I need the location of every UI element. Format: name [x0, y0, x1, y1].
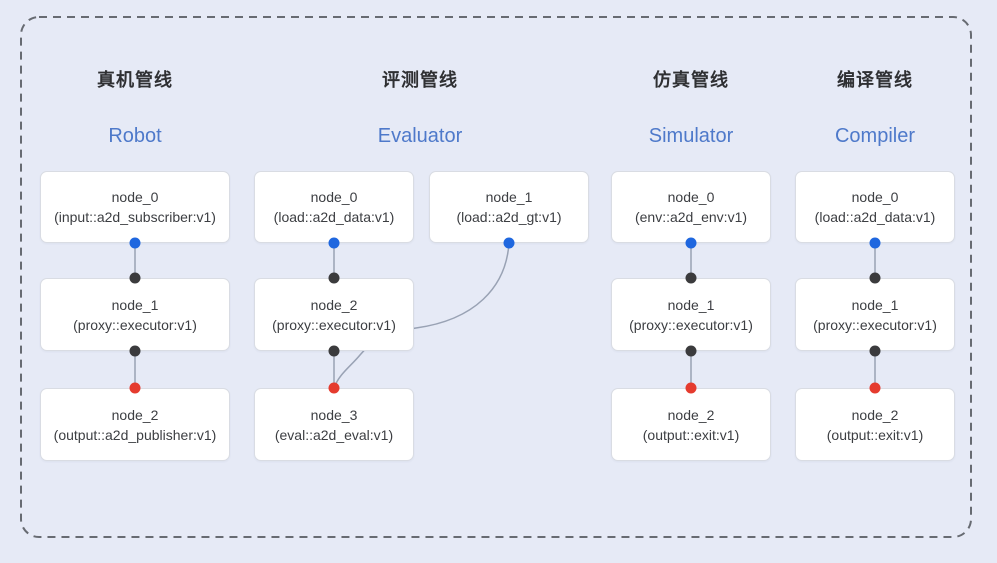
node-name: node_1 — [851, 296, 899, 313]
node-name: node_3 — [310, 406, 358, 423]
node-type: (output::exit:v1) — [826, 426, 924, 443]
compiler-title-en: Compiler — [834, 125, 916, 147]
evaluator-title-cn: 评测管线 — [382, 70, 458, 90]
compiler-title-cn: 编译管线 — [837, 70, 913, 90]
node-type: (output::a2d_publisher:v1) — [53, 426, 217, 443]
node-type: (load::a2d_data:v1) — [273, 209, 395, 225]
node-type: (input::a2d_subscriber:v1) — [54, 209, 216, 225]
compiler-node-2-card: node_2 (output::exit:v1) — [795, 388, 955, 461]
node-name: node_0 — [851, 189, 899, 205]
input-port-dot-black — [328, 272, 340, 284]
node-type: (proxy::executor:v1) — [629, 316, 753, 333]
input-port-dot-red — [129, 382, 141, 394]
node-type: (proxy::executor:v1) — [813, 316, 937, 333]
input-port-dot-black — [685, 272, 697, 284]
compiler-node-1-card: node_1 (proxy::executor:v1) — [795, 278, 955, 351]
output-port-dot-blue — [869, 237, 881, 249]
node-name: node_2 — [111, 406, 159, 423]
output-port-dot-black — [129, 345, 141, 357]
input-port-dot-red — [685, 382, 697, 394]
output-port-dot-blue — [328, 237, 340, 249]
simulator-node-2-card: node_2 (output::exit:v1) — [611, 388, 771, 461]
node-name: node_2 — [667, 406, 715, 423]
compiler-node-0-card: node_0 (load::a2d_data:v1) — [795, 171, 955, 243]
node-type: (eval::a2d_eval:v1) — [274, 426, 394, 443]
output-port-dot-blue — [503, 237, 515, 249]
node-name: node_0 — [310, 189, 358, 205]
simulator-node-1-card: node_1 (proxy::executor:v1) — [611, 278, 771, 351]
output-port-dot-blue — [685, 237, 697, 249]
input-port-dot-red — [869, 382, 881, 394]
simulator-node-0-card: node_0 (env::a2d_env:v1) — [611, 171, 771, 243]
output-port-dot-black — [869, 345, 881, 357]
input-port-dot-black — [869, 272, 881, 284]
node-type: (proxy::executor:v1) — [73, 316, 197, 333]
node-name: node_0 — [667, 189, 715, 205]
evaluator-node-1-card: node_1 (load::a2d_gt:v1) — [429, 171, 589, 243]
robot-node-0-card: node_0 (input::a2d_subscriber:v1) — [40, 171, 230, 243]
evaluator-node-2-card: node_2 (proxy::executor:v1) — [254, 278, 414, 351]
simulator-title-cn: 仿真管线 — [653, 70, 729, 90]
node-name: node_2 — [851, 406, 899, 423]
input-port-dot-red — [328, 382, 340, 394]
robot-node-1-card: node_1 (proxy::executor:v1) — [40, 278, 230, 351]
output-port-dot-black — [685, 345, 697, 357]
node-name: node_0 — [111, 189, 159, 205]
node-type: (env::a2d_env:v1) — [634, 209, 748, 225]
robot-node-2-card: node_2 (output::a2d_publisher:v1) — [40, 388, 230, 461]
output-port-dot-blue — [129, 237, 141, 249]
output-port-dot-black — [328, 345, 340, 357]
evaluator-node-3-card: node_3 (eval::a2d_eval:v1) — [254, 388, 414, 461]
node-name: node_1 — [667, 296, 715, 313]
input-port-dot-black — [129, 272, 141, 284]
node-type: (output::exit:v1) — [642, 426, 740, 443]
evaluator-node-0-card: node_0 (load::a2d_data:v1) — [254, 171, 414, 243]
robot-title-cn: 真机管线 — [97, 70, 173, 90]
node-name: node_2 — [310, 296, 358, 313]
simulator-title-en: Simulator — [648, 125, 734, 147]
dashed-boundary — [20, 16, 972, 538]
node-type: (proxy::executor:v1) — [272, 316, 396, 333]
node-name: node_1 — [485, 189, 533, 205]
evaluator-title-en: Evaluator — [377, 125, 463, 147]
node-type: (load::a2d_gt:v1) — [456, 209, 562, 225]
robot-title-en: Robot — [108, 125, 162, 147]
node-name: node_1 — [111, 296, 159, 313]
node-type: (load::a2d_data:v1) — [814, 209, 936, 225]
